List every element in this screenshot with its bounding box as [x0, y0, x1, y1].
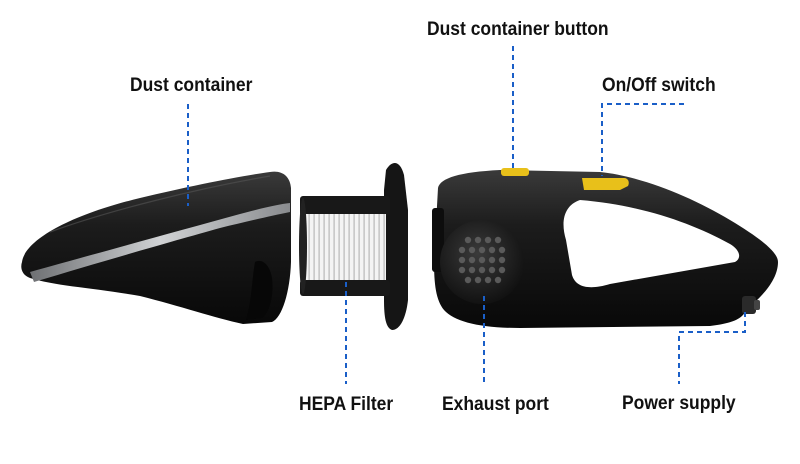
label-exhaust-port: Exhaust port	[442, 394, 549, 415]
label-on-off-switch: On/Off switch	[602, 75, 716, 96]
power-jack-part	[742, 296, 756, 314]
leader-power-supply	[678, 312, 746, 384]
label-dust-container: Dust container	[130, 75, 253, 96]
label-power-supply: Power supply	[622, 393, 736, 414]
label-dust-container-button: Dust container button	[427, 19, 609, 40]
leader-lines	[187, 46, 746, 384]
dust-container-button-part	[501, 168, 529, 176]
leader-on-off-switch	[601, 103, 684, 176]
hepa-filter-part	[299, 163, 408, 330]
power-switch-part	[582, 178, 629, 190]
dust-container-part	[21, 171, 292, 324]
label-hepa-filter: HEPA Filter	[299, 394, 394, 415]
vacuum-body-part	[432, 168, 778, 328]
